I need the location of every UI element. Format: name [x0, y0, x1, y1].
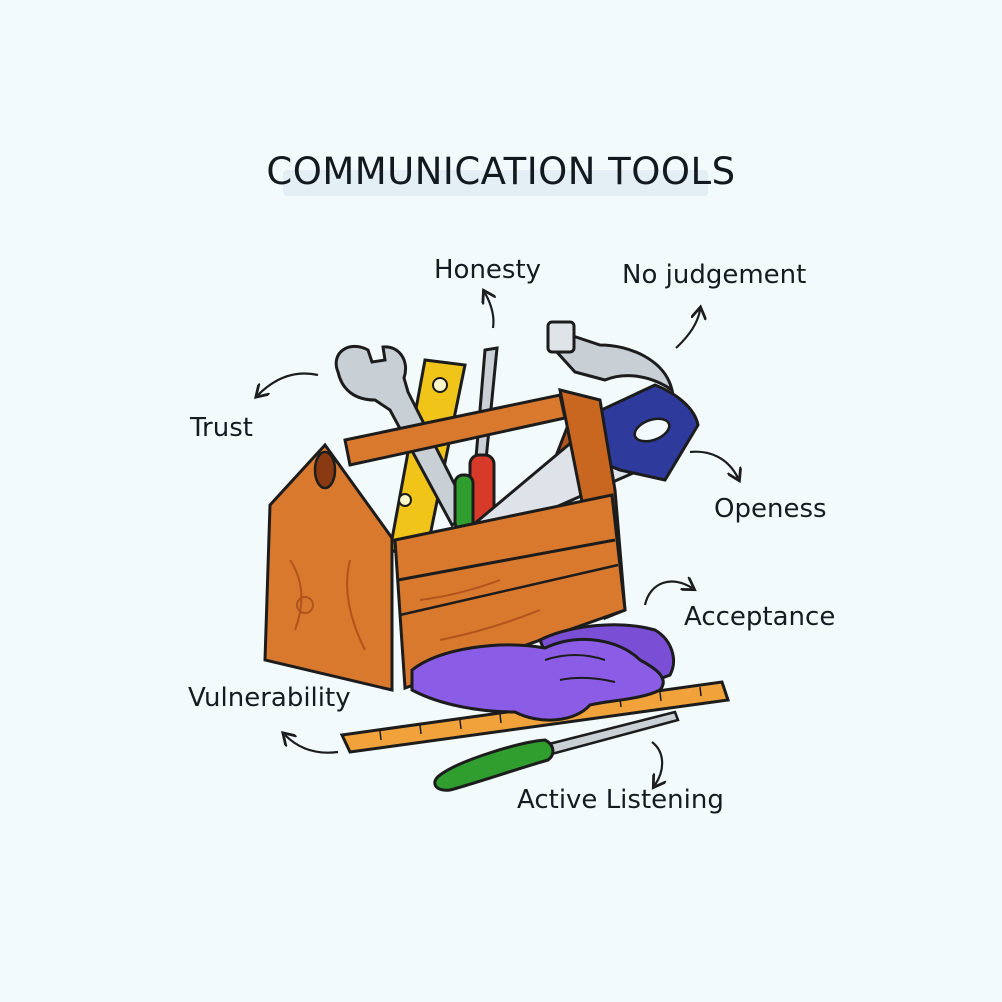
gloves-icon: [410, 623, 675, 722]
label-vulnerability: Vulnerability: [188, 683, 351, 713]
page-title: COMMUNICATION TOOLS: [266, 150, 736, 193]
label-acceptance: Acceptance: [684, 602, 836, 632]
openess-arrow: [689, 450, 738, 478]
label-trust: Trust: [190, 413, 253, 443]
label-active-listening: Active Listening: [517, 785, 724, 815]
toolbox-icon: [263, 387, 627, 692]
screwdriver-icon: [433, 710, 680, 792]
trust-arrow: [258, 372, 319, 395]
title-highlight: [283, 170, 708, 196]
acceptance-arrow: [643, 582, 692, 606]
honesty-arrow: [485, 293, 493, 329]
label-no-judgement: No judgement: [622, 260, 807, 290]
wrench-icon: [334, 344, 472, 528]
vulnerability-arrow: [285, 735, 339, 754]
label-honesty: Honesty: [434, 255, 542, 285]
no-judgement-arrow: [675, 310, 700, 349]
label-arrows: [258, 293, 738, 785]
label-openess: Openess: [714, 494, 827, 524]
active-listening-arrow: [651, 741, 662, 785]
